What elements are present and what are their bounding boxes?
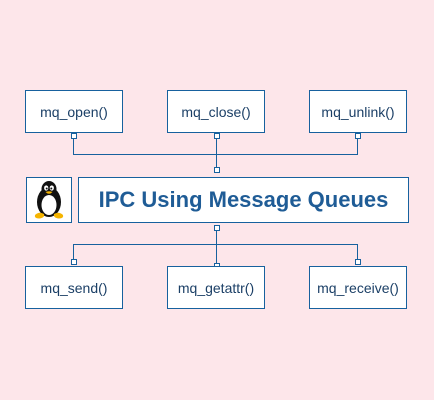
- port-mq-open-bottom: [71, 133, 77, 139]
- linux-tux-penguin-icon: [34, 181, 64, 219]
- function-label: mq_receive(): [317, 279, 399, 296]
- port-title-bottom: [214, 225, 220, 231]
- linux-logo-box: [26, 177, 72, 223]
- port-mq-unlink-bottom: [355, 133, 361, 139]
- function-box-mq-open: mq_open(): [25, 90, 123, 133]
- function-box-mq-unlink: mq_unlink(): [309, 90, 407, 133]
- port-mq-close-bottom: [214, 133, 220, 139]
- connector-top-right: [216, 137, 358, 155]
- function-box-mq-getattr: mq_getattr(): [167, 266, 265, 309]
- connector-bottom-left: [73, 244, 217, 261]
- connector-bottom-right: [216, 244, 358, 261]
- function-label: mq_getattr(): [177, 279, 255, 296]
- function-box-mq-close: mq_close(): [167, 90, 265, 133]
- function-label: mq_send(): [40, 279, 108, 296]
- diagram-title-box: IPC Using Message Queues: [78, 177, 409, 223]
- port-mq-receive-top: [355, 259, 361, 265]
- function-label: mq_open(): [40, 103, 108, 120]
- function-box-mq-send: mq_send(): [25, 266, 123, 309]
- function-label: mq_unlink(): [321, 103, 395, 120]
- port-mq-send-top: [71, 259, 77, 265]
- function-box-mq-receive: mq_receive(): [309, 266, 407, 309]
- connector-top-left: [73, 137, 217, 155]
- diagram-title: IPC Using Message Queues: [98, 187, 389, 212]
- function-label: mq_close(): [181, 103, 251, 120]
- port-title-top: [214, 167, 220, 173]
